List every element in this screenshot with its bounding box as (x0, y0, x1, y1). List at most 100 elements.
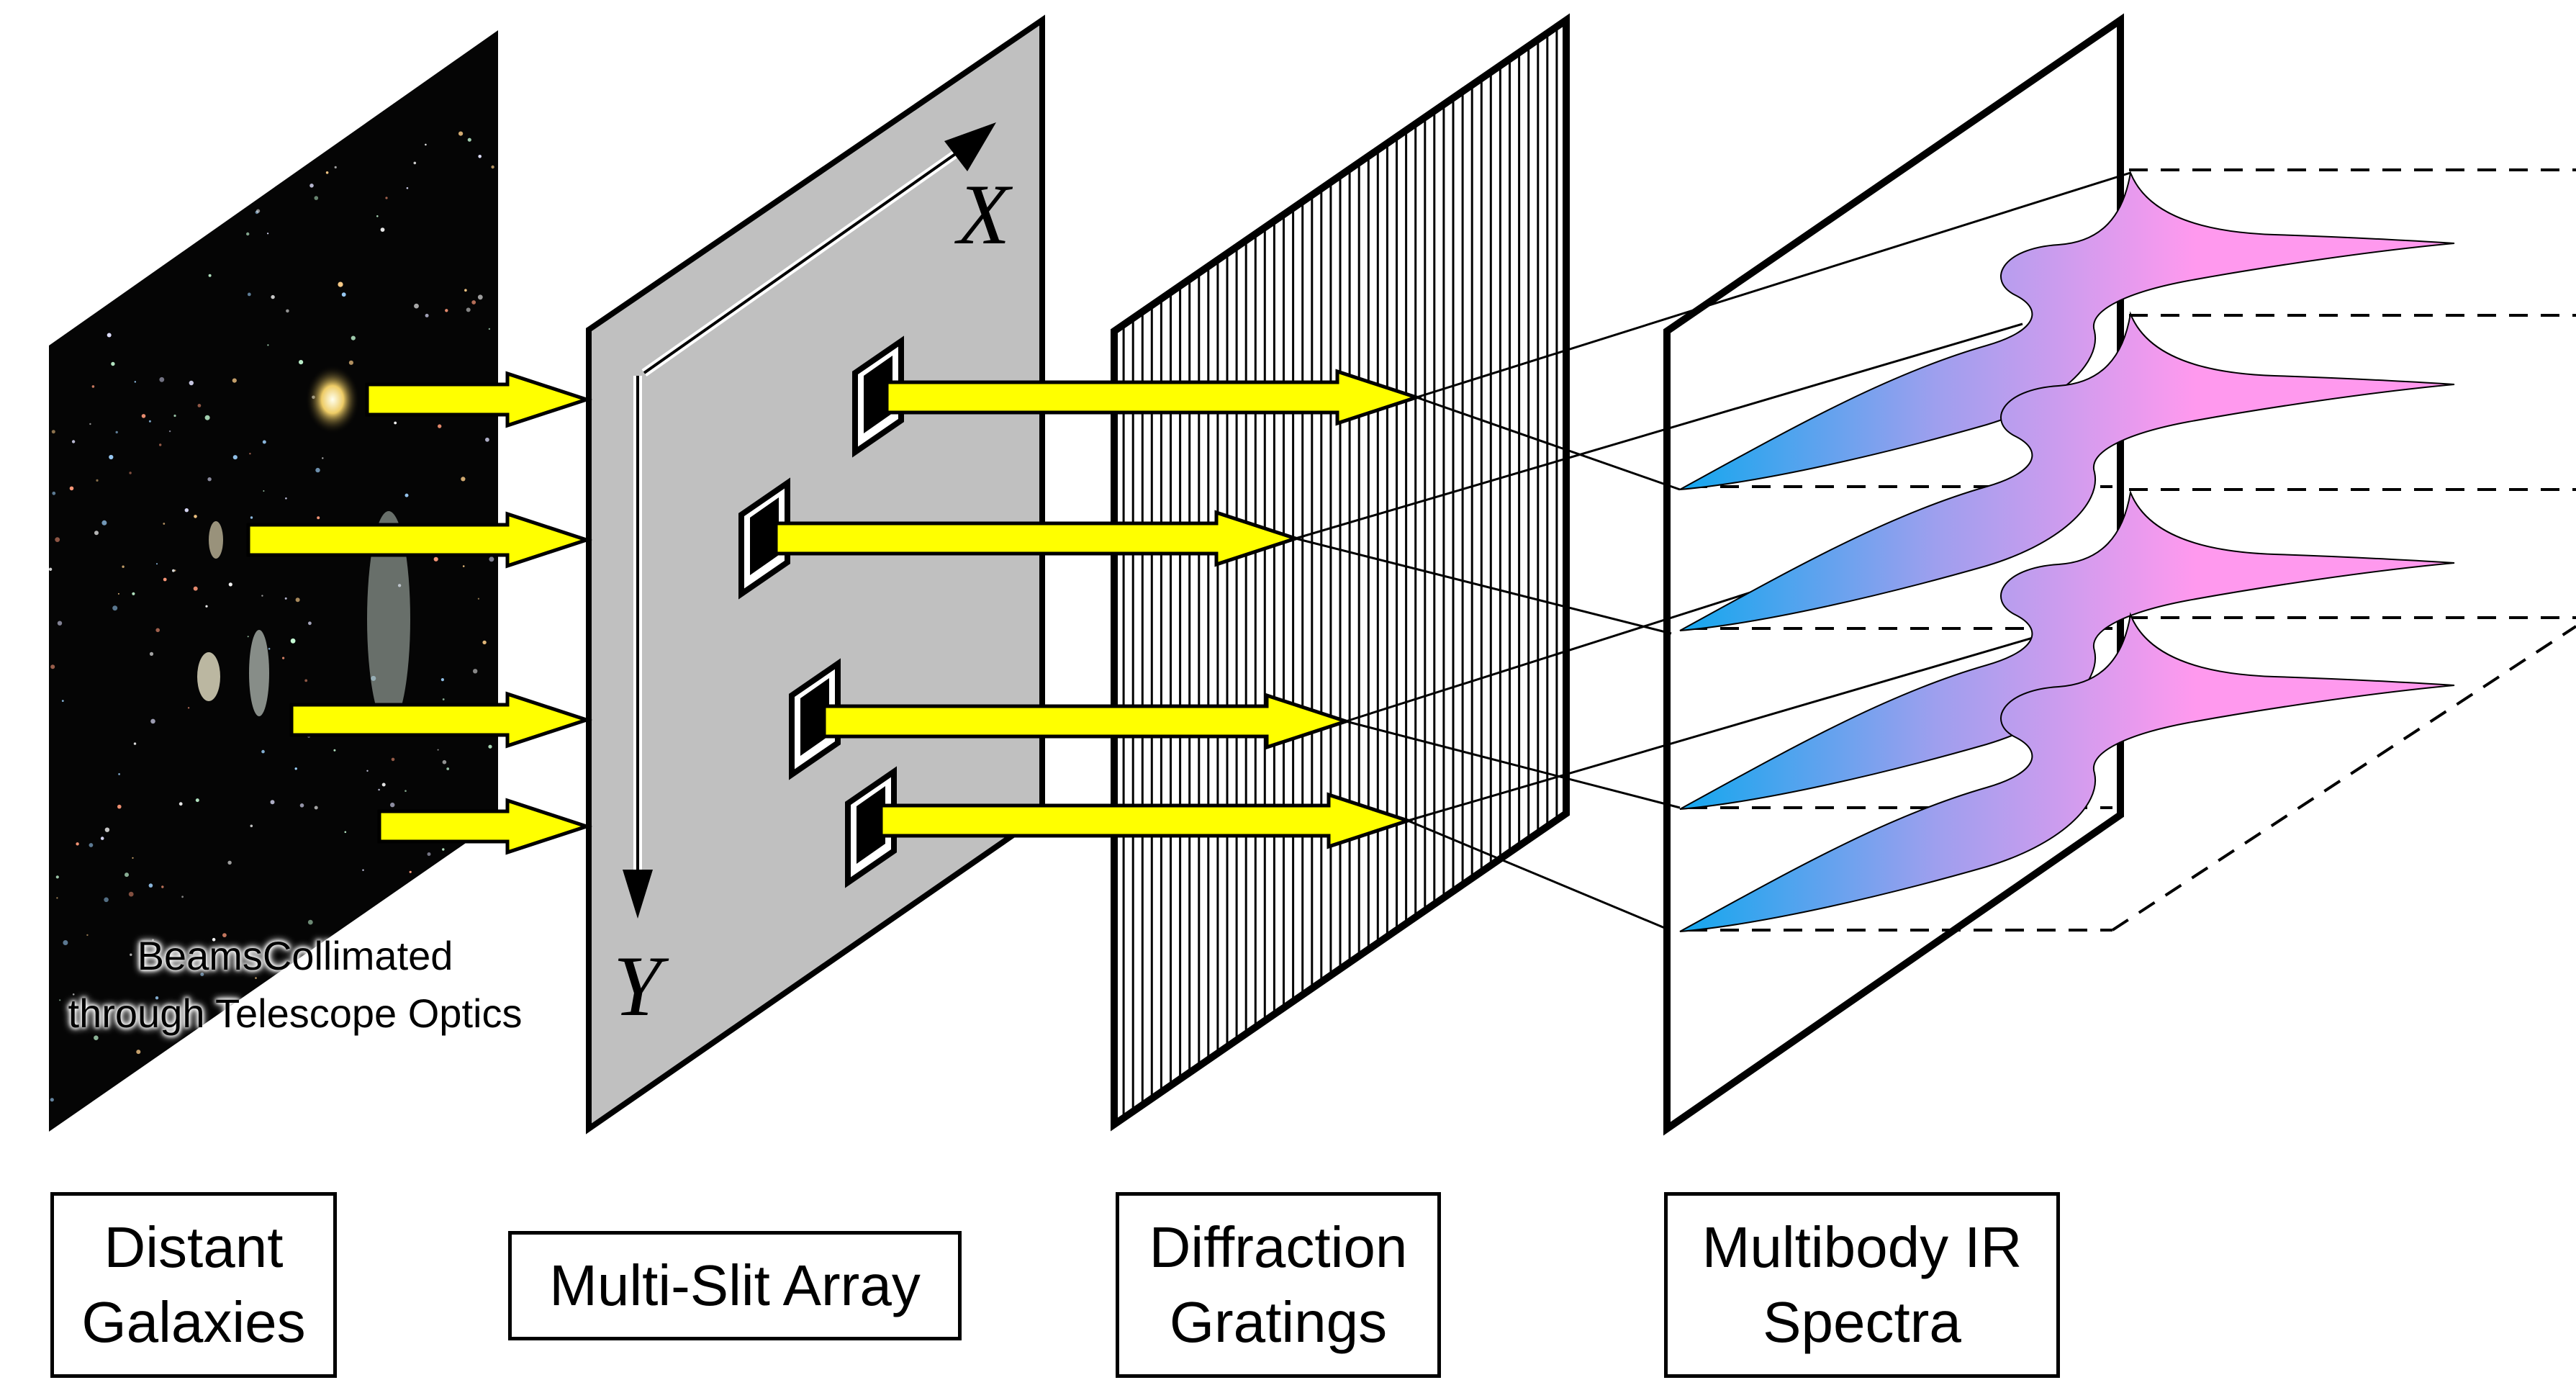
star (55, 875, 59, 879)
star (344, 831, 347, 834)
star (194, 515, 197, 518)
star (488, 744, 492, 749)
star (189, 380, 194, 386)
caption-diffraction-gratings: Diffraction Gratings (1116, 1192, 1441, 1378)
beam-arrow-2 (246, 511, 593, 569)
star (467, 137, 471, 142)
axis-y-label: Y (613, 938, 669, 1034)
star (442, 848, 445, 851)
multi-slit-panel: X Y (586, 14, 1045, 1135)
star (130, 953, 132, 956)
star (136, 1050, 141, 1055)
star (466, 307, 471, 312)
star (133, 742, 137, 745)
star (56, 897, 58, 899)
star (268, 647, 271, 650)
star (406, 187, 409, 189)
star (317, 516, 320, 520)
star (256, 209, 261, 213)
star (86, 934, 89, 937)
star (438, 424, 442, 428)
star (71, 440, 76, 443)
star (482, 640, 487, 645)
star (132, 857, 134, 859)
star (267, 344, 269, 346)
star (48, 567, 53, 571)
star (161, 885, 164, 888)
star (381, 783, 386, 787)
star (445, 309, 448, 312)
star (89, 423, 91, 425)
star (394, 421, 397, 425)
star (464, 289, 467, 292)
star (309, 183, 314, 188)
star (163, 523, 166, 525)
star (132, 592, 135, 595)
star (286, 309, 289, 313)
star (446, 767, 450, 770)
star (348, 360, 353, 365)
star (181, 896, 184, 898)
caption-spectra-line1: Multibody IR (1701, 1215, 2023, 1279)
star (333, 749, 336, 752)
star (178, 802, 183, 806)
star (59, 999, 61, 1001)
star (76, 842, 79, 846)
star (159, 443, 162, 446)
beam-arrow-5 (885, 369, 1423, 426)
star (380, 227, 385, 232)
star (155, 996, 159, 1000)
star (250, 824, 253, 828)
star (51, 430, 55, 434)
star (55, 537, 60, 542)
caption-multi-slit-array: Multi-Slit Array (508, 1231, 962, 1340)
star (263, 490, 265, 492)
star (222, 933, 227, 937)
star (437, 749, 439, 751)
star (134, 381, 136, 383)
star (262, 440, 266, 444)
star (442, 759, 447, 765)
star (195, 798, 199, 803)
beam-arrow-6 (774, 510, 1302, 567)
collimated-beams (246, 369, 1423, 855)
star (173, 414, 176, 418)
galaxy-image-panel (48, 30, 498, 1132)
beams-label-line2: through Telescope Optics (68, 991, 523, 1036)
star (208, 274, 212, 277)
star (96, 479, 99, 482)
star (204, 415, 210, 420)
star (413, 161, 417, 165)
star (122, 565, 125, 568)
star (477, 294, 483, 300)
star (193, 586, 198, 591)
x-axis-arrow (641, 122, 996, 376)
beam-arrow-4 (377, 798, 593, 855)
slit-4 (845, 766, 897, 888)
star (94, 531, 99, 536)
dispersion-lines (1295, 171, 2131, 932)
star (261, 749, 265, 754)
star (425, 313, 429, 317)
star (489, 556, 494, 562)
star (118, 773, 121, 775)
star (69, 486, 74, 491)
grating-lines (1122, 27, 1558, 1118)
star (378, 788, 380, 791)
beam-arrow-1 (365, 371, 593, 428)
star (425, 143, 427, 146)
slit-1 (852, 335, 904, 458)
star (308, 621, 312, 626)
star (458, 131, 464, 136)
axis-x-label: X (954, 166, 1013, 262)
star (362, 869, 364, 871)
star (247, 292, 251, 297)
caption-slit-text: Multi-Slit Array (549, 1253, 921, 1317)
star (50, 664, 55, 669)
star (390, 802, 395, 808)
star (376, 215, 379, 217)
star (187, 707, 190, 709)
star (149, 651, 154, 657)
star (100, 836, 104, 840)
